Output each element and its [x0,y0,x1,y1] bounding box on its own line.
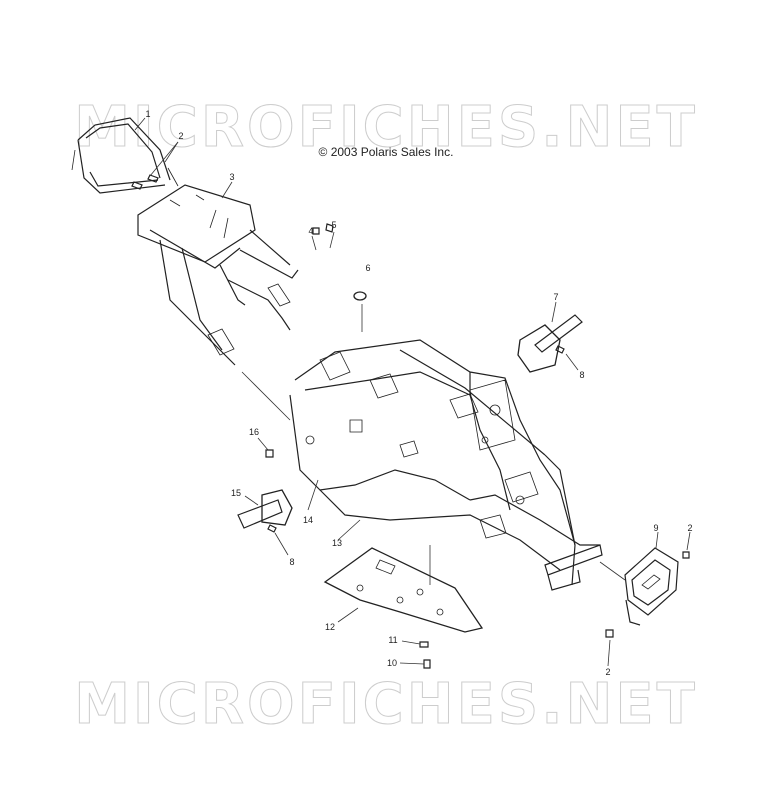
callout-15: 15 [230,488,242,498]
callout-14: 14 [302,515,314,525]
callout-3: 3 [229,172,235,182]
main-frame [289,339,603,591]
fastener-4-5 [312,223,334,235]
callout-11: 11 [388,635,398,645]
left-footrest [237,489,293,529]
watermark-top: MICROFICHES.NET [74,95,698,161]
rear-grab-bar [71,117,179,194]
skid-plate [323,547,484,633]
right-footrest [517,314,583,373]
callout-8-right: 8 [579,370,585,380]
front-bumper [624,547,679,626]
callout-13: 13 [331,538,343,548]
callout-9: 9 [653,523,659,533]
callout-12: 12 [324,622,336,632]
callout-7: 7 [553,292,559,302]
bolt-2-front [605,551,690,638]
callout-6: 6 [365,263,371,273]
bolt-16 [265,449,274,458]
callout-1: 1 [145,109,151,119]
callout-8-left: 8 [289,557,295,567]
copyright-notice: © 2003 Polaris Sales Inc. [318,145,454,159]
callout-5: 5 [331,220,337,230]
watermark-bottom: MICROFICHES.NET [74,672,698,738]
callout-4: 4 [308,226,314,236]
callout-10: 10 [386,658,398,668]
callout-2-top: 2 [178,131,184,141]
callout-2-front: 2 [687,523,693,533]
fastener-10-11 [419,641,431,669]
plug-6 [353,291,367,301]
rear-subframe [137,184,299,366]
callout-16: 16 [248,427,260,437]
callout-2-bottom: 2 [605,667,611,677]
bolt-pair-top [131,174,159,190]
bolt-8-right [555,345,565,354]
bolt-8-left [267,524,277,533]
